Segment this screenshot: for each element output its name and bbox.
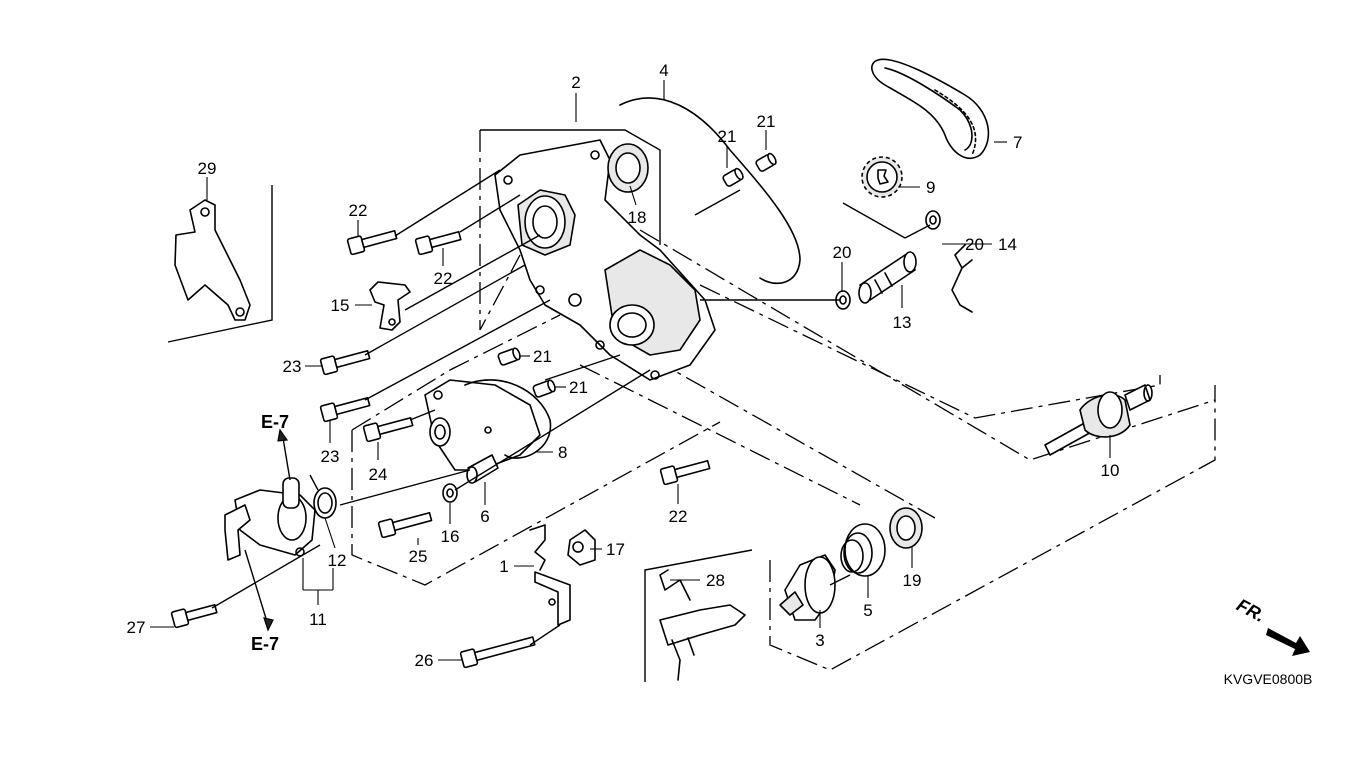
callout-22-c: 22 [669, 507, 688, 526]
part-28-clip-stay [659, 569, 746, 681]
part-2-crankcase-cover [494, 139, 716, 381]
part-4-gasket [619, 97, 801, 285]
front-arrow-icon [1266, 628, 1310, 656]
part-20-washers [835, 210, 941, 310]
callout-10: 10 [1101, 461, 1120, 480]
callout-2: 2 [571, 73, 580, 92]
part-11-thermostat-housing [224, 477, 316, 561]
callout-16: 16 [441, 527, 460, 546]
callout-9: 9 [926, 178, 935, 197]
callout-7: 7 [1013, 133, 1022, 152]
part-10-shaft-bearing [1044, 384, 1153, 456]
part-6-rotor [466, 454, 499, 484]
part-8-oil-pump [424, 379, 552, 471]
callouts: 2 4 7 9 21 21 18 20 20 14 13 10 29 22 22… [127, 61, 1120, 670]
part-7-cam-chain [871, 58, 990, 159]
part-9-sprocket [861, 156, 903, 198]
diagram-code: KVGVE0800B [1224, 671, 1313, 687]
callout-19: 19 [903, 571, 922, 590]
callout-leaders [150, 80, 1111, 661]
callout-4: 4 [659, 61, 668, 80]
part-13-shaft [858, 251, 917, 304]
part-5-spring [840, 523, 886, 577]
callout-11: 11 [309, 610, 327, 629]
assembly-lines [211, 169, 931, 646]
callout-21-b: 21 [757, 112, 776, 131]
callout-26: 26 [415, 651, 434, 670]
callout-24: 24 [369, 465, 388, 484]
part-21-dowel-pins [497, 152, 777, 398]
callout-12: 12 [328, 551, 347, 570]
front-direction-indicator: FR. [1233, 595, 1310, 656]
callout-22-a: 22 [349, 201, 368, 220]
callout-15: 15 [331, 296, 350, 315]
part-29-bracket [174, 199, 251, 321]
part-17-clamp [567, 529, 596, 566]
callout-20-b: 20 [833, 243, 852, 262]
front-label: FR. [1233, 595, 1268, 626]
callout-21-c: 21 [533, 347, 552, 366]
callout-27: 27 [127, 618, 146, 637]
callout-14: 14 [998, 235, 1017, 254]
group-outlines [167, 129, 1216, 682]
part-16-washer [442, 483, 458, 503]
callout-21-d: 21 [569, 378, 588, 397]
bolts [170, 229, 711, 669]
callout-22-b: 22 [434, 269, 453, 288]
ref-e7-upper: E-7 [261, 412, 289, 432]
callout-17: 17 [606, 540, 625, 559]
callout-5: 5 [863, 601, 872, 620]
part-1-stay [529, 524, 571, 626]
callout-6: 6 [480, 507, 489, 526]
callout-29: 29 [198, 159, 217, 178]
ref-e7-lower: E-7 [251, 634, 279, 654]
part-3-gear [779, 554, 836, 621]
part-18-oil-seal [607, 143, 649, 193]
callout-23-a: 23 [283, 357, 302, 376]
part-19-seal [889, 507, 923, 549]
callout-25: 25 [409, 547, 428, 566]
callout-13: 13 [893, 313, 912, 332]
callout-18: 18 [628, 208, 647, 227]
part-15-bracket [369, 281, 411, 331]
callout-1: 1 [499, 557, 508, 576]
callout-3: 3 [815, 631, 824, 650]
callout-21-a: 21 [718, 127, 737, 146]
callout-28: 28 [706, 571, 725, 590]
callout-8: 8 [558, 443, 567, 462]
part-12-o-ring [313, 487, 337, 519]
callout-23-b: 23 [321, 447, 340, 466]
callout-20-a: 20 [965, 235, 984, 254]
part-14-clip [951, 244, 973, 313]
